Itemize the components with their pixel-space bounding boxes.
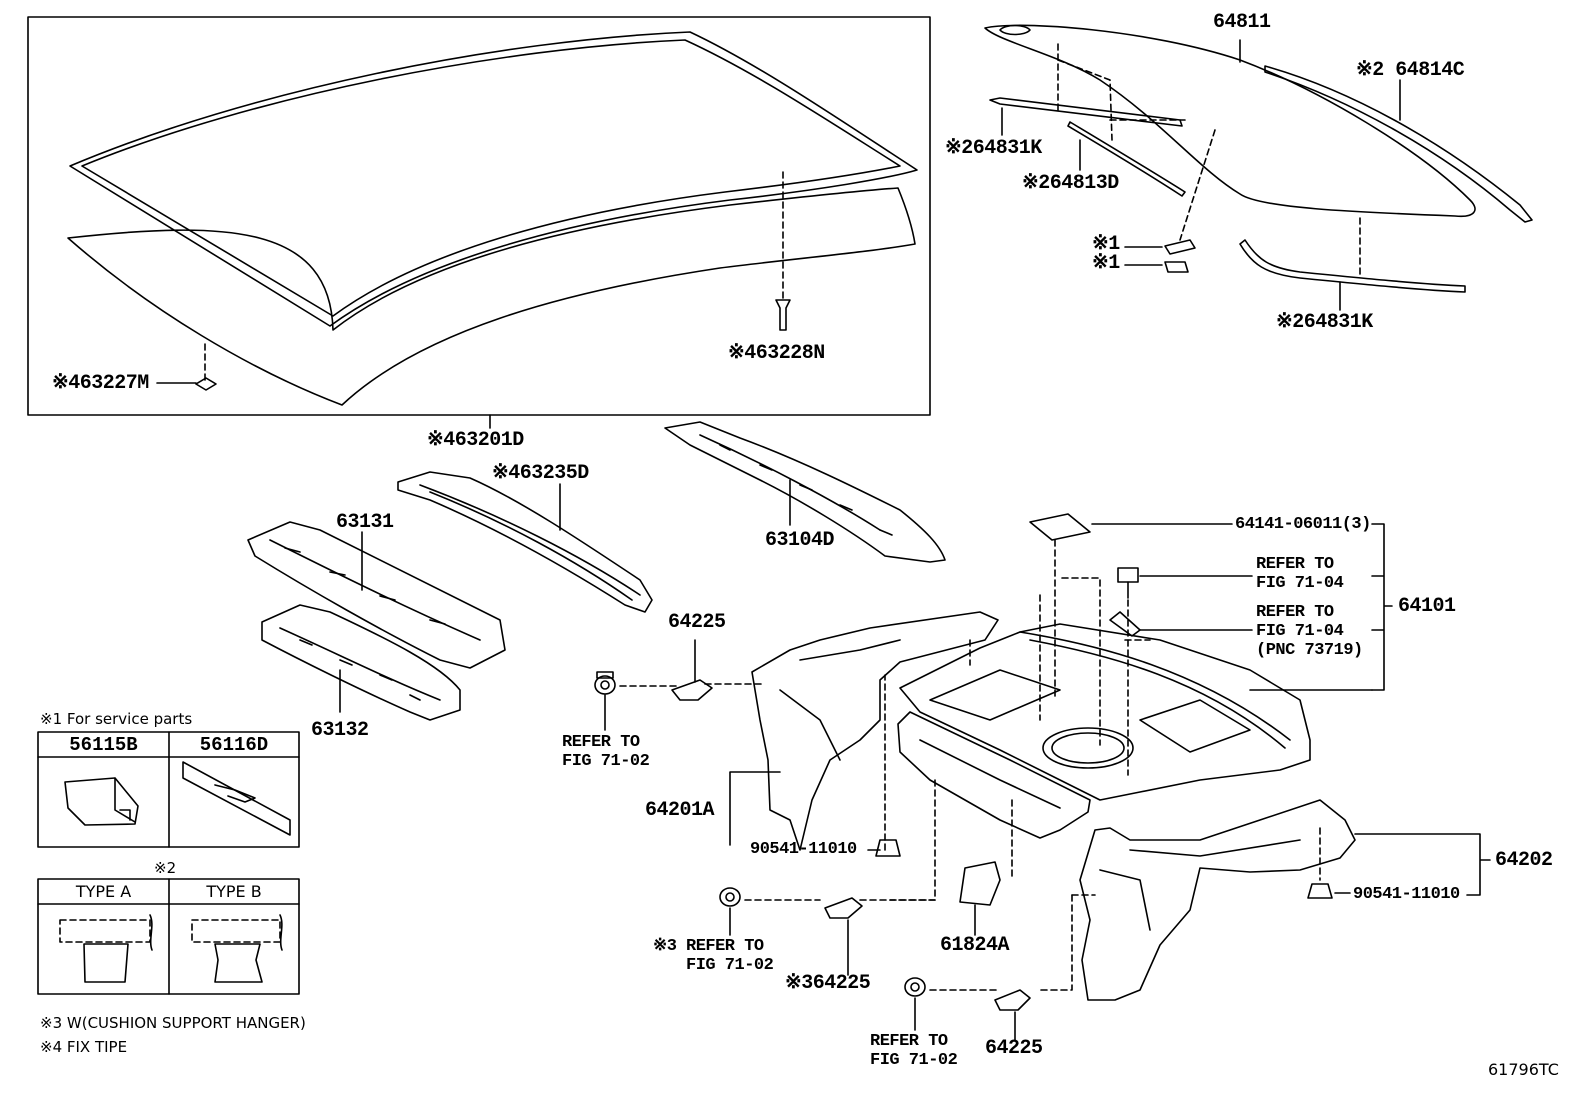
- header-63132: [261, 604, 461, 721]
- roof-panel-sheet: [67, 187, 916, 406]
- nut-e: [904, 977, 926, 997]
- callout-x1b[interactable]: ※1: [1092, 252, 1120, 275]
- callout-64814C[interactable]: ※2 64814C: [1356, 59, 1465, 82]
- molding-64814C: [1264, 65, 1533, 223]
- floor-cross-member: [897, 711, 1091, 839]
- callout-63228N[interactable]: ※463228N: [728, 342, 825, 365]
- plug-90541-b: [1307, 883, 1333, 899]
- callout-refer-c[interactable]: REFER TO FIG 71-04 (PNC 73719): [1256, 603, 1363, 660]
- callout-63235D[interactable]: ※463235D: [492, 462, 589, 485]
- rear-header-63104D: [664, 421, 946, 563]
- callout-90541-b[interactable]: 90541-11010: [1353, 885, 1460, 904]
- bracket-61824A: [959, 861, 1001, 906]
- bracket-64101: [1371, 523, 1393, 691]
- callout-64831K-a[interactable]: ※264831K: [945, 137, 1042, 160]
- panel-64201A: [751, 611, 999, 851]
- callout-63227M[interactable]: ※463227M: [52, 372, 149, 395]
- callout-90541-a[interactable]: 90541-11010: [750, 840, 857, 859]
- nut-a: [594, 671, 616, 695]
- panel-64202: [1079, 799, 1356, 1001]
- bolt-refer-b: [1117, 567, 1139, 599]
- leader-64201A: [729, 771, 781, 846]
- callout-64813D[interactable]: ※264813D: [1022, 172, 1119, 195]
- callout-64101[interactable]: 64101: [1398, 595, 1456, 618]
- legend1-col-a[interactable]: 56115B: [69, 734, 138, 756]
- spacer-x1b: [1164, 261, 1189, 273]
- callout-61824A[interactable]: 61824A: [940, 934, 1010, 957]
- clip-64225-c: [994, 989, 1031, 1011]
- nut-d: [719, 887, 741, 907]
- sheet-64141: [1029, 513, 1091, 541]
- molding-64831K-upper: [989, 97, 1183, 127]
- callout-refer-e[interactable]: REFER TO FIG 71-02: [870, 1032, 958, 1070]
- clip-63228N: [775, 299, 791, 331]
- callout-refer-a[interactable]: REFER TO FIG 71-02: [562, 733, 650, 771]
- header-63131: [247, 521, 506, 669]
- roof-panel-box: [27, 16, 931, 416]
- callout-63131[interactable]: 63131: [336, 511, 394, 534]
- rail-63235D: [397, 471, 653, 613]
- callout-64225-b[interactable]: ※364225: [785, 972, 871, 995]
- callout-x3[interactable]: ※3: [653, 937, 677, 956]
- molding-64831K-lower: [1239, 239, 1466, 293]
- figure-code: 61796TC: [1488, 1060, 1559, 1079]
- glass-hidden-lines: [1057, 43, 1361, 276]
- legend2-col-a: TYPE A: [75, 882, 132, 901]
- clip-64225-a: [671, 679, 713, 701]
- callout-63201D[interactable]: ※463201D: [427, 429, 524, 452]
- clip-64225-b: [824, 897, 863, 919]
- legend2-title: ※2: [154, 859, 177, 877]
- callout-64201A[interactable]: 64201A: [645, 799, 715, 822]
- note-x3: ※3 W(CUSHION SUPPORT HANGER): [40, 1014, 306, 1032]
- note-x4: ※4 FIX TIPE: [40, 1038, 128, 1056]
- callout-64225-c[interactable]: 64225: [985, 1037, 1043, 1060]
- callout-64811[interactable]: 64811: [1213, 11, 1271, 34]
- callout-64831K-b[interactable]: ※264831K: [1276, 311, 1373, 334]
- callout-64141[interactable]: 64141-06011(3): [1235, 515, 1371, 534]
- spacer-x1a: [1164, 239, 1196, 255]
- callout-refer-b[interactable]: REFER TO FIG 71-04: [1256, 555, 1344, 593]
- callout-63104D[interactable]: 63104D: [765, 529, 835, 552]
- legend1-title: ※1 For service parts: [40, 710, 193, 728]
- callout-64202[interactable]: 64202: [1495, 849, 1553, 872]
- callout-64225-a[interactable]: 64225: [668, 611, 726, 634]
- bracket-64202: [1354, 833, 1491, 896]
- plug-90541-a: [875, 839, 901, 857]
- legend2-col-b: TYPE B: [206, 882, 262, 901]
- molding-64813D: [1067, 121, 1186, 197]
- legend1-col-b[interactable]: 56116D: [199, 734, 269, 756]
- callout-x1a[interactable]: ※1: [1092, 233, 1120, 256]
- floor-pan-64101: [899, 623, 1311, 801]
- callout-refer-d[interactable]: REFER TO FIG 71-02: [686, 937, 774, 975]
- callout-63132[interactable]: 63132: [311, 719, 369, 742]
- clip-63227M: [195, 377, 217, 391]
- roof-panel-outer: [69, 31, 918, 327]
- legend1-table: [37, 731, 300, 848]
- dashed-connections: [619, 539, 1321, 991]
- legend2-table: [37, 878, 300, 995]
